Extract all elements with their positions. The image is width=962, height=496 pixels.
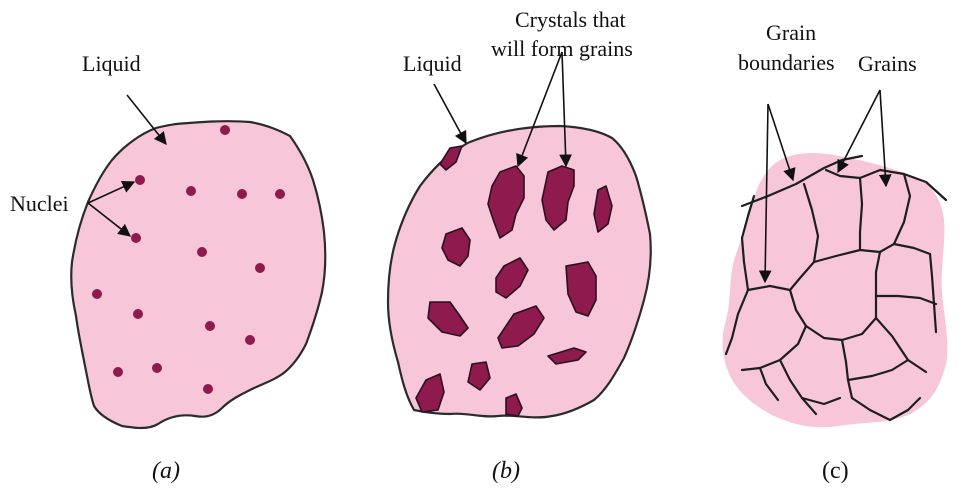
- nucleus-dot: [197, 247, 207, 257]
- arrow-liquid-b: [434, 84, 466, 143]
- nucleus-dot: [205, 321, 215, 331]
- panel-b: Liquid Crystals that will form grains (b…: [388, 7, 651, 484]
- nucleus-dot: [131, 233, 141, 243]
- label-liquid-a: Liquid: [82, 51, 141, 76]
- nucleus-dot: [245, 335, 255, 345]
- label-crystals-line1: Crystals that: [515, 7, 626, 32]
- caption-c: (c): [822, 458, 849, 484]
- label-liquid-b: Liquid: [403, 51, 462, 76]
- panel-c: Grain boundaries Grains (c): [723, 20, 948, 484]
- nucleus-dot: [255, 263, 265, 273]
- nucleus-dot: [237, 189, 247, 199]
- nucleus-dot: [135, 175, 145, 185]
- nucleus-dot: [113, 367, 123, 377]
- nucleus-dot: [220, 125, 230, 135]
- liquid-region-a: [71, 121, 325, 428]
- label-nuclei: Nuclei: [10, 191, 69, 216]
- nucleus-dot: [152, 363, 162, 373]
- label-grains: Grains: [858, 51, 917, 76]
- nucleus-dot: [133, 309, 143, 319]
- panel-a: Liquid Nuclei (a): [10, 51, 325, 484]
- arrow-grains-1: [838, 90, 880, 172]
- nucleus-dot: [92, 289, 102, 299]
- caption-b: (b): [492, 458, 520, 484]
- label-grain-boundaries-line2: boundaries: [738, 50, 835, 75]
- label-crystals-line2: will form grains: [491, 36, 633, 61]
- nucleus-dot: [275, 189, 285, 199]
- nucleus-dot: [186, 186, 196, 196]
- caption-a: (a): [152, 458, 180, 484]
- nucleus-dot: [203, 384, 213, 394]
- solid-region-c: [723, 153, 948, 427]
- label-grain-boundaries-line1: Grain: [766, 20, 816, 45]
